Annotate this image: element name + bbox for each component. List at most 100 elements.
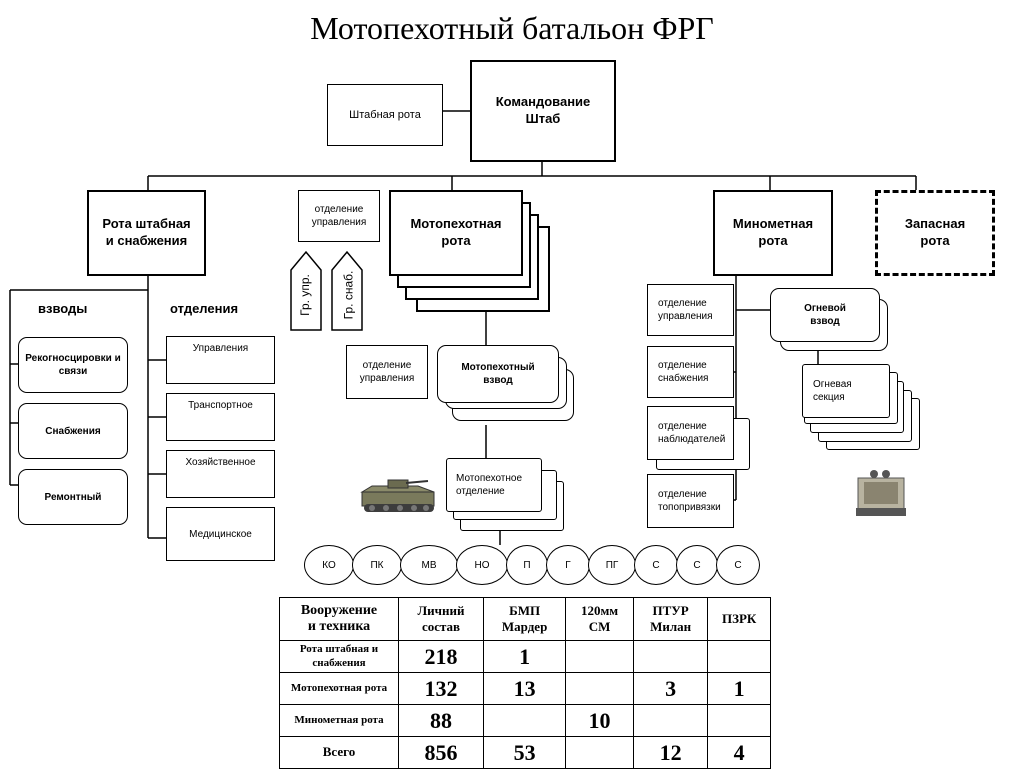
squad-member-label: ПГ <box>605 559 619 571</box>
table-row: Рота штабная и снабжения 218 1 <box>279 640 771 673</box>
section-transport-label: Транспортное <box>188 400 253 411</box>
squad-member-circle: С <box>634 545 678 585</box>
mech-control-section-box: отделение управления <box>298 190 380 242</box>
mech-company-line1: Мотопехотная <box>410 216 502 232</box>
section-control-label: Управления <box>192 343 249 354</box>
row-label: Мотопехотная рота <box>279 672 399 705</box>
fire-platoon-line1: Огневой <box>804 303 846 314</box>
group-control-shape <box>290 250 322 331</box>
reserve-company-line1: Запасная <box>904 216 966 232</box>
squad-member-label: МВ <box>421 559 437 571</box>
platoon-repair-label: Ремонтный <box>44 491 102 503</box>
header-line: СМ <box>588 619 611 634</box>
mortar-company-line2: рота <box>758 233 788 248</box>
platoons-header: взводы <box>38 301 88 316</box>
command-label-line1: Командование <box>495 94 591 110</box>
squad-member-label: С <box>693 559 701 571</box>
table-cell <box>565 640 634 673</box>
mortar-carrier-image <box>856 470 906 516</box>
squad-member-circle: С <box>716 545 760 585</box>
table-cell <box>565 672 634 705</box>
table-cell: 53 <box>482 736 567 769</box>
fire-section-line1: Огневая <box>813 379 852 390</box>
ifv-marder-image <box>360 479 435 512</box>
reserve-company-line2: рота <box>920 233 950 248</box>
header-line: и техника <box>307 619 371 634</box>
page-title: Мотопехотный батальон ФРГ <box>310 10 714 46</box>
table-cell: 88 <box>398 704 484 737</box>
squad-member-label: П <box>523 559 531 571</box>
command-label-line2: Штаб <box>525 111 561 126</box>
squad-member-label: НО <box>474 559 490 571</box>
table-cell: 4 <box>707 736 771 769</box>
squad-member-circle: С <box>676 545 718 585</box>
table-row: Всего 856 53 12 4 <box>279 736 771 769</box>
table-cell: 132 <box>398 672 484 705</box>
header-line: ПЗРК <box>722 611 757 626</box>
squad-member-circle: ПК <box>352 545 402 585</box>
mech-platoon-control-box: отделение управления <box>346 345 428 399</box>
header-line: 120мм <box>580 603 619 618</box>
section-medical-label: Медицинское <box>189 528 252 540</box>
mortar-section-observers-box: отделение наблюдателей <box>647 406 734 460</box>
group-supply-label: Гр. снаб. <box>341 270 356 320</box>
mortar-company-line1: Минометная <box>732 216 814 232</box>
sections-header: отделения <box>170 301 239 316</box>
group-pentagons <box>290 250 363 331</box>
table-cell: 12 <box>632 736 709 769</box>
squad-member-circle: Г <box>546 545 590 585</box>
hq-company-label: Штабная рота <box>349 108 421 121</box>
header-line: Вооружение <box>300 603 378 618</box>
squad-member-circle: П <box>506 545 548 585</box>
table-cell: 13 <box>482 672 567 705</box>
hq-company-box: Штабная рота <box>327 84 443 146</box>
mortar-section-control-box: отделение управления <box>647 284 734 336</box>
mortar-section-supply-box: отделение снабжения <box>647 346 734 398</box>
table-cell <box>632 640 709 673</box>
table-cell: 10 <box>565 704 634 737</box>
group-control-label: Гр. упр. <box>297 274 312 316</box>
mortar-section-observers-label: отделение наблюдателей <box>658 421 726 445</box>
table-cell <box>707 704 771 737</box>
platoon-recon-label: Рекогносцировки и связи <box>25 353 121 377</box>
mortar-section-topo-label: отделение топопривязки <box>658 489 721 513</box>
section-medical-box: Медицинское <box>166 507 275 561</box>
header-line: ПТУР <box>652 603 689 618</box>
table-cell: 218 <box>398 640 484 673</box>
fire-section-line2: секция <box>813 392 845 403</box>
table-cell <box>707 640 771 673</box>
row-label: Всего <box>279 736 399 769</box>
group-supply-shape <box>331 250 363 331</box>
table-cell: 1 <box>707 672 771 705</box>
header-line: БМП <box>509 603 541 618</box>
table-cell: 3 <box>632 672 709 705</box>
squad-member-label: С <box>652 559 660 571</box>
row-label: Минометная рота <box>279 704 399 737</box>
fire-platoon-line2: взвод <box>810 316 840 327</box>
fire-platoon-box: Огневой взвод <box>770 288 880 342</box>
section-household-box: Хозяйственное <box>166 450 275 498</box>
table-row: Минометная рота 88 10 <box>279 704 771 737</box>
mech-platoon-line2: взвод <box>483 375 513 386</box>
squad-member-label: ПК <box>370 559 384 571</box>
squad-member-label: С <box>734 559 742 571</box>
platoon-supply-label: Снабжения <box>45 425 101 437</box>
header-line: Личний <box>417 603 465 618</box>
mech-squad-line2: отделение <box>456 486 505 497</box>
squad-member-circle: КО <box>304 545 354 585</box>
